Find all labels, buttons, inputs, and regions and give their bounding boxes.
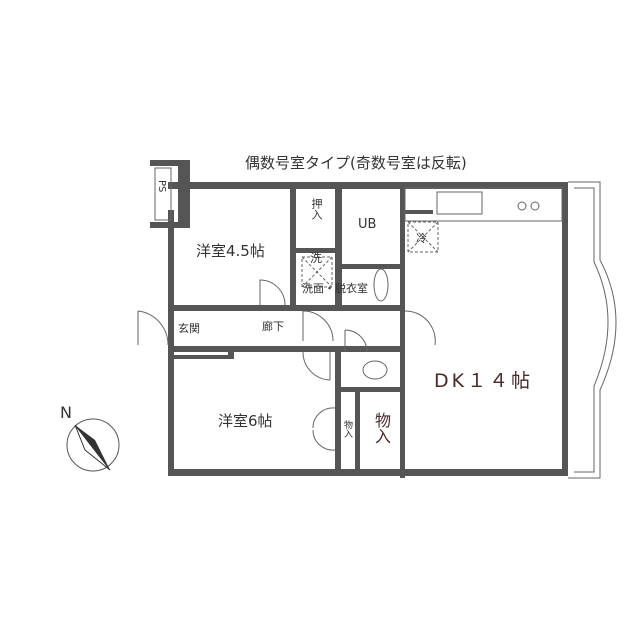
door-swing [259, 279, 286, 306]
sink [436, 191, 483, 215]
label-western-large: 洋室6帖 [218, 412, 273, 430]
walls [150, 160, 568, 478]
balcony [568, 181, 617, 479]
label-bath: UB [358, 217, 377, 232]
washbasin [373, 268, 389, 302]
stove-burner [517, 201, 527, 211]
label-storage-large: 物入 [372, 412, 391, 444]
stove-burner [530, 201, 540, 211]
toilet [362, 360, 388, 380]
ps-shaft [154, 167, 172, 221]
entrance-door [137, 310, 169, 346]
label-fridge: 冷 [416, 232, 427, 245]
label-washroom: 洗面・脱衣室 [302, 282, 368, 295]
compass-icon [66, 418, 120, 472]
label-ps: PS [156, 180, 167, 193]
kitchen-counter [404, 187, 563, 222]
label-western-small: 洋室4.5帖 [196, 242, 265, 260]
label-hallway: 廊下 [262, 320, 284, 333]
plan-title: 偶数号室タイプ(奇数号室は反転) [245, 154, 467, 172]
label-washer: 洗 [310, 251, 323, 265]
label-storage-small: 物入 [342, 420, 352, 438]
label-dk: DK１４帖 [434, 370, 534, 392]
washer-space [301, 256, 333, 288]
compass-north-label: N [60, 403, 72, 422]
fridge-space [407, 221, 439, 253]
label-closet-top: 押入 [310, 198, 323, 220]
label-entrance: 玄関 [178, 322, 200, 335]
